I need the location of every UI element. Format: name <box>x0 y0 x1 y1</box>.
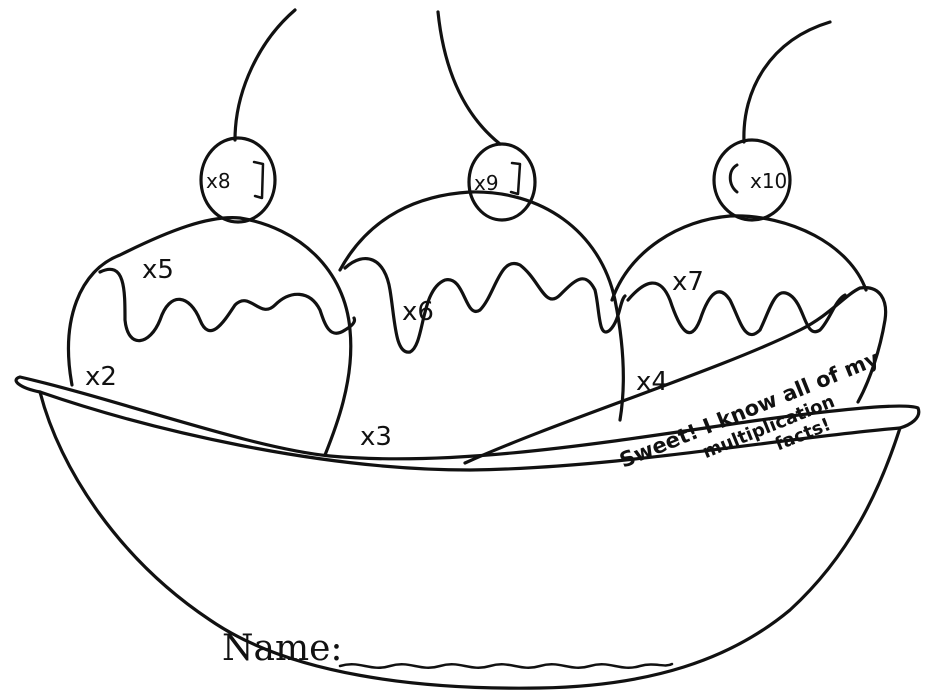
banana <box>463 286 888 465</box>
name-line <box>338 662 674 669</box>
label-x9: x9 <box>474 171 499 195</box>
label-x7: x7 <box>672 267 704 297</box>
label-x2: x2 <box>85 362 117 392</box>
cherry-highlight-icon <box>509 161 522 196</box>
label-x6: x6 <box>402 297 434 327</box>
cherry-highlight-icon <box>252 160 265 200</box>
cherry-stem-right <box>742 20 832 144</box>
cherry-highlight-icon <box>728 163 739 194</box>
bowl-body <box>38 390 902 690</box>
cherry-left <box>199 136 277 224</box>
cherry-stem-left <box>233 8 297 142</box>
cherry-stem-middle <box>436 10 502 146</box>
label-x3: x3 <box>360 422 392 452</box>
scoop-left <box>67 216 353 457</box>
bowl-rim <box>14 375 921 461</box>
label-x4: x4 <box>636 367 668 397</box>
scoop-middle-drip <box>343 257 627 354</box>
scoop-middle <box>338 190 625 422</box>
label-x5: x5 <box>142 255 174 285</box>
label-x10: x10 <box>750 169 787 193</box>
scoop-left-drip <box>98 267 357 343</box>
name-label: Name: <box>222 628 343 669</box>
label-x8: x8 <box>206 169 231 193</box>
scoop-right-drip <box>626 281 847 337</box>
cherry-right <box>712 138 792 222</box>
cherry-middle <box>467 142 537 222</box>
scoop-right <box>610 214 868 302</box>
bowl-rim-inner <box>38 390 902 472</box>
